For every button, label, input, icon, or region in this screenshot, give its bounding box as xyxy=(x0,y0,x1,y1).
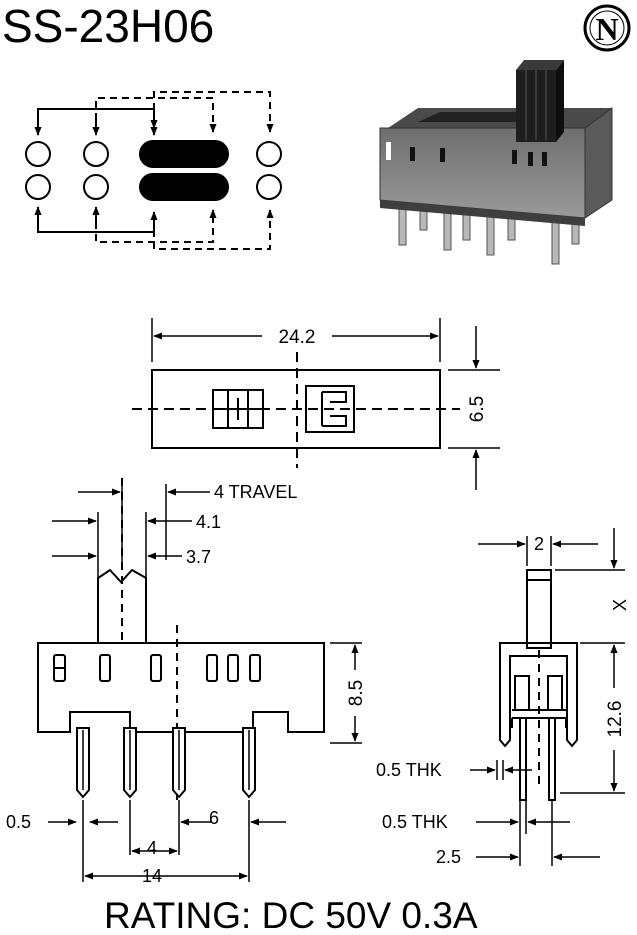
n-logo: N xyxy=(583,4,631,52)
dim-thk-upper: 0.5 THK xyxy=(376,760,442,780)
dim-actuator-width-2: 2 xyxy=(534,534,544,554)
contact-circle xyxy=(83,174,109,200)
dim-actuator-3-7: 3.7 xyxy=(186,547,211,567)
dim-height-6-5: 6.5 xyxy=(467,396,488,422)
rating-text: RATING: DC 50V 0.3A xyxy=(104,895,478,935)
dim-span-6: 6 xyxy=(209,808,219,828)
dim-body-8-5: 8.5 xyxy=(346,680,367,706)
slider-bar xyxy=(139,173,229,201)
contact-circle xyxy=(83,141,109,167)
switch-3d-render xyxy=(379,60,613,265)
part-number-title: SS-23H06 xyxy=(2,0,214,52)
contact-circle xyxy=(256,174,282,200)
dim-overall-14: 14 xyxy=(142,866,162,886)
dim-pin-offset-2-5: 2.5 xyxy=(436,847,461,867)
side-view: 2 X 12.6 0.5 THK 0.5 THK 2.5 xyxy=(376,528,630,867)
dim-width-24-2: 24.2 xyxy=(279,327,316,348)
dim-thk-lower: 0.5 THK xyxy=(382,812,448,832)
dim-actuator-4-1: 4.1 xyxy=(196,512,221,532)
dim-travel: 4 TRAVEL xyxy=(214,482,297,502)
dim-body-12-6: 12.6 xyxy=(605,701,626,738)
contact-circle xyxy=(25,174,51,200)
dim-pitch-4: 4 xyxy=(147,838,157,858)
top-view: 24.2 6.5 xyxy=(132,318,500,490)
front-view: 4 TRAVEL 4.1 3.7 8.5 0.5 6 4 14 xyxy=(6,478,367,886)
n-logo-letter: N xyxy=(595,11,618,47)
dim-pin-0-5: 0.5 xyxy=(6,812,31,832)
circuit-schematic xyxy=(25,91,282,250)
contact-circle xyxy=(256,141,282,167)
contact-circle xyxy=(25,141,51,167)
slider-bar xyxy=(139,140,229,168)
dim-actuator-height-x: X xyxy=(610,599,630,611)
